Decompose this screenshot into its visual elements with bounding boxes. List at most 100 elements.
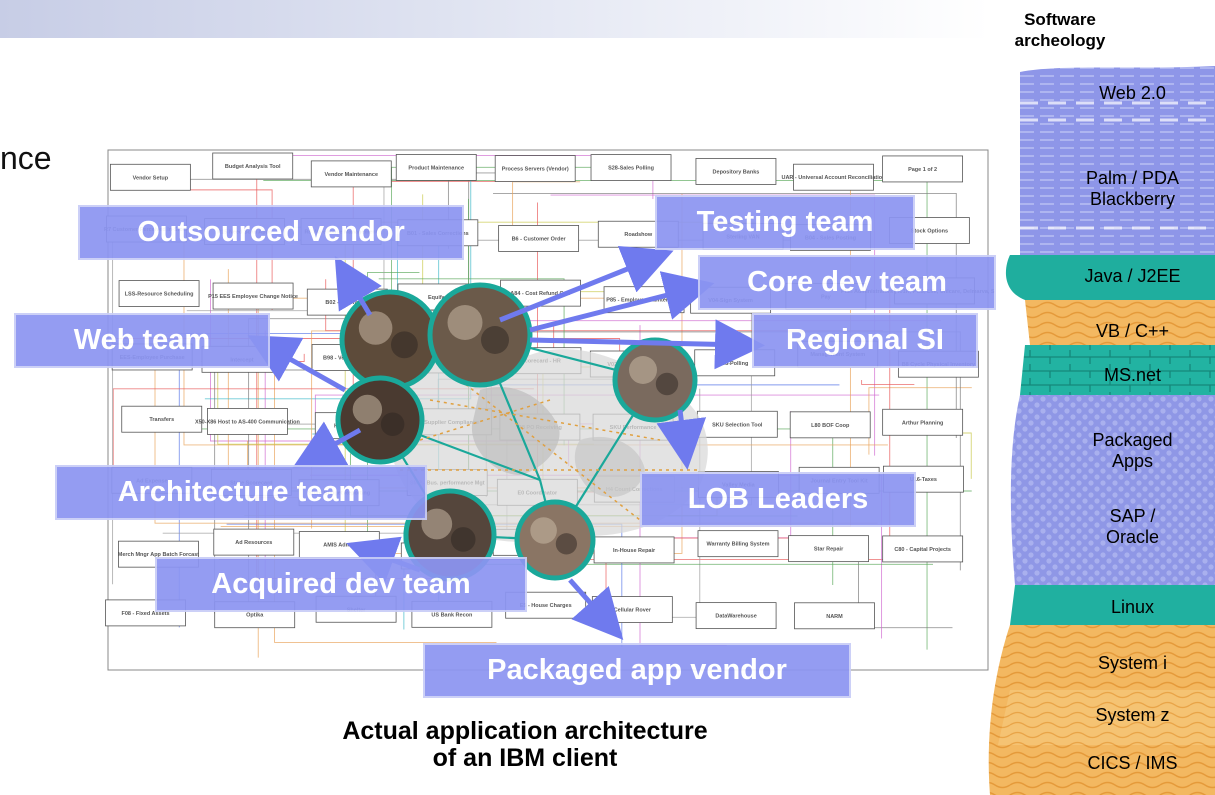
app-box-frame [882,535,964,563]
team-label-lob-leaders: LOB Leaders [640,472,916,527]
team-photo-node [335,375,425,465]
app-box-frame [118,280,200,307]
app-box-frame [494,155,576,182]
layer-label-text: SAP / Oracle [1105,506,1159,547]
team-arrow [568,578,624,640]
app-box-label: In-House Repair [613,548,656,554]
photo-shadow [481,326,509,354]
team-label-text: Regional SI [786,324,944,356]
app-box: AMIS Admin [298,531,380,558]
team-photo-node [514,499,596,581]
app-box-label: Transfers [149,417,174,423]
app-box-label: DataWarehouse [715,614,756,620]
app-box-label: Equifax [428,295,449,301]
photo-nodes [335,282,698,582]
app-box-frame [212,152,294,180]
app-box-frame [590,154,672,181]
team-label-outsourced-vendor: Outsourced vendor [78,205,464,260]
network-link-dotted [459,379,641,521]
connector-line [274,368,497,643]
app-box-label: U16-Taxes [910,477,937,483]
app-box-label: A84 - Cost Refund Cntr [510,291,571,297]
app-box-label: Ad Resources [235,540,272,546]
photo-highlight [530,517,557,544]
app-box-label: Process Servers (Vendor) [502,167,569,173]
app-box-frame [310,160,392,188]
layer-label-system-z: System z [1050,705,1215,726]
photo-shadow [450,527,476,552]
team-label-text: Testing team [696,206,874,238]
app-box-frame [207,408,288,435]
app-box-label: Merch Mngr App Batch Forcast [118,552,200,558]
team-arrow [334,255,382,317]
app-box: Vendor Setup [109,163,191,191]
team-label-text: Web team [73,324,211,356]
layer-java [1005,255,1215,300]
photo-highlight [352,394,383,425]
layer-web-palm [1020,66,1215,255]
network-link-dotted [419,399,551,441]
photo-circle [427,282,533,388]
photo-highlight [629,356,657,384]
team-label-acquired-dev-team: Acquired dev team [155,557,527,612]
team-arrow [247,335,347,393]
caption-line-2: of an IBM client [432,744,618,772]
app-box-label: Stock Options [911,229,948,235]
team-label-text: Acquired dev team [211,568,471,600]
photo-highlight [421,508,453,540]
app-box-label: UAR - Universal Account Reconciliation [781,175,886,181]
app-box-frame [794,602,875,630]
layer-label-system-i: System i [1050,653,1215,674]
app-box-label: Optika [246,613,264,619]
app-box: Warranty Billing System [697,530,779,558]
app-box-label: Product Maintenance [408,165,464,171]
app-box-frame [395,154,477,181]
app-box: X50-X86 Host to AS-400 Communication [195,408,301,435]
photo-circle [514,499,596,581]
app-box-frame [697,530,779,558]
layer-label-text: Packaged Apps [1092,430,1173,471]
layer-label-sap: SAP / Oracle [1050,506,1215,548]
team-photo-node [427,282,533,388]
photo-shadow [555,533,578,555]
app-box-label: P15 EES Employee Change Notice [208,294,298,300]
layer-label-text: Java / J2EE [1084,266,1181,286]
app-box-label: X50-X86 Host to AS-400 Communication [195,419,301,425]
layer-label-java: Java / J2EE [1050,266,1215,287]
layer-label-text: Linux [1110,597,1155,617]
app-box-label: C80 - Capital Projects [894,547,951,553]
layer-msnet [1020,345,1215,395]
app-box: LSS-Resource Scheduling [118,280,200,307]
team-arrow [656,409,707,470]
layer-label-text: System i [1097,653,1167,673]
app-box-label: Vendor Setup [133,175,169,181]
app-box-frame [882,408,964,436]
team-arrow [499,245,674,323]
app-box-label: Page 1 of 2 [908,167,937,173]
app-box: P15 EES Employee Change Notice [208,282,298,310]
team-label-packaged-app-vendor: Packaged app vendor [423,643,851,698]
photo-shadow [655,372,679,396]
photo-highlight [447,305,483,340]
app-box: Budget Analysis Tool [212,152,294,180]
app-box: C80 - Capital Projects [882,535,964,563]
stack-title: Software archeology [990,9,1130,51]
stack-title-line-2: archeology [1014,31,1106,50]
app-box-frame [213,528,295,556]
team-label-text: Outsourced vendor [137,216,405,248]
photo-highlight [358,311,393,345]
app-box-frame [793,163,874,191]
app-box-label: Cellular Rover [614,608,652,614]
app-box: Vendor Maintenance [310,160,392,188]
team-label-text: LOB Leaders [687,483,869,515]
app-box: NARM [794,602,875,630]
team-photo-node [339,289,441,391]
layer-label-text: CICS / IMS [1087,753,1178,773]
software-archeology-stack [988,66,1215,795]
app-box-label: Vendor Maintenance [325,172,379,178]
app-box-label: NARM [826,614,843,620]
app-box-frame [696,410,778,438]
team-label-architecture-team: Architecture team [55,465,427,520]
app-box-frame [212,282,294,310]
app-box-label: Depository Banks [713,169,760,175]
